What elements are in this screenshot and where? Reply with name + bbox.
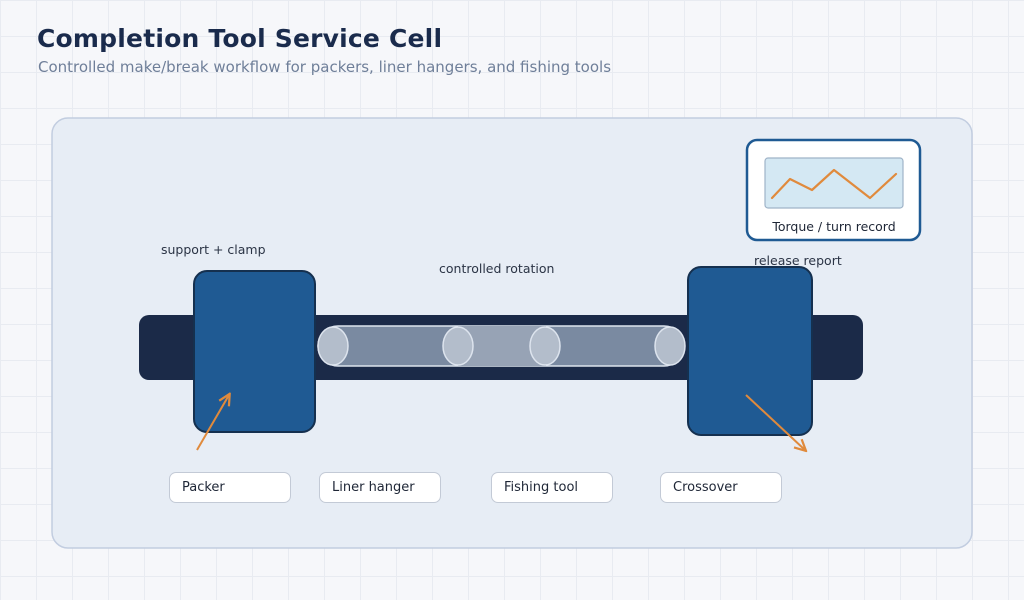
tool-chip-crossover: Crossover bbox=[660, 472, 782, 503]
page-title: Completion Tool Service Cell bbox=[37, 24, 443, 53]
tool-chip-packer: Packer bbox=[169, 472, 291, 503]
tool-collar bbox=[317, 326, 349, 366]
tool-collar bbox=[442, 326, 474, 366]
page-subtitle: Controlled make/break workflow for packe… bbox=[38, 58, 612, 76]
record-panel-caption: Torque / turn record bbox=[772, 219, 896, 234]
left-clamp bbox=[193, 270, 316, 433]
tool-chip-liner-hanger: Liner hanger bbox=[319, 472, 441, 503]
right-clamp bbox=[687, 266, 813, 436]
callout-controlled-rotation: controlled rotation bbox=[439, 261, 555, 276]
callout-release-report: release report bbox=[754, 253, 842, 268]
load-in-arrow bbox=[196, 395, 229, 451]
release-out-arrow bbox=[745, 394, 805, 450]
tool-string bbox=[317, 325, 686, 367]
callout-support-clamp: support + clamp bbox=[161, 242, 266, 257]
tool-collar bbox=[529, 326, 561, 366]
torque-trace bbox=[770, 168, 898, 200]
tool-chip-fishing-tool: Fishing tool bbox=[491, 472, 613, 503]
tool-collar bbox=[654, 326, 686, 366]
